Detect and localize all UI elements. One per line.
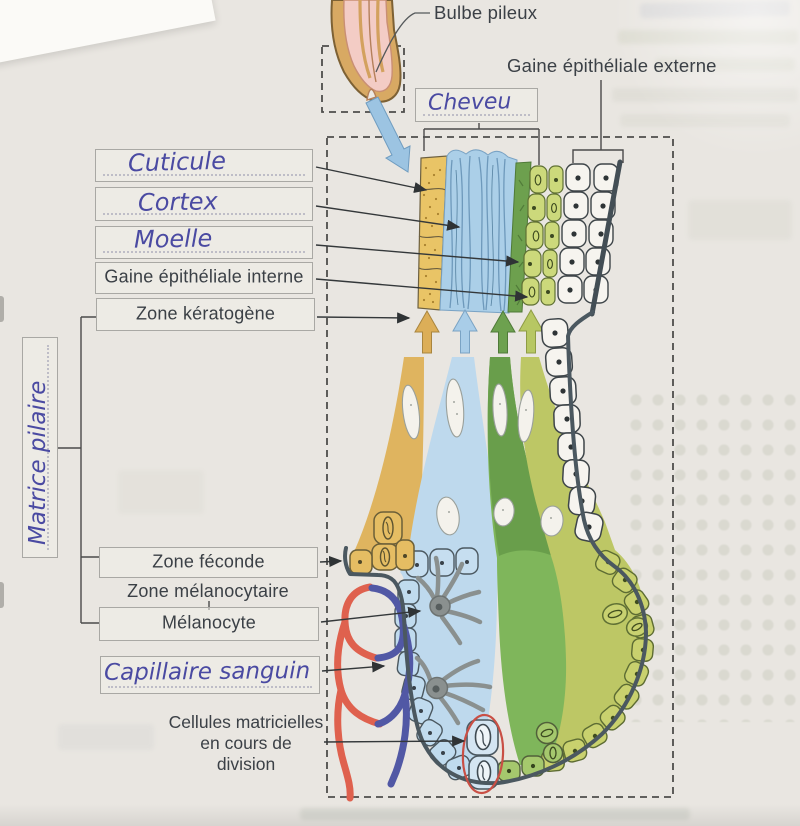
outer-sheath-edge: [589, 159, 623, 317]
brackets: [58, 80, 624, 624]
cellules-matricielles-label: Cellules matricielles en cours de divisi…: [150, 712, 342, 775]
answer-dotted-line: [103, 174, 305, 176]
bulb-outline: [343, 310, 648, 786]
capillaire-handwriting: Capillaire sanguin: [103, 658, 311, 686]
growth-arrow-medulla: [490, 309, 516, 354]
melanocyte-label: Mélanocyte: [161, 612, 257, 633]
zone-melanocytaire-label: Zone mélanocytaire: [127, 581, 289, 601]
page-bottom-shadow: [0, 804, 800, 826]
cortex-layer: [439, 149, 518, 314]
answer-dotted-line: [423, 114, 530, 116]
cortex-handwriting: Cortex: [137, 187, 218, 217]
gaine-externe-label: Gaine épithéliale externe: [507, 55, 717, 76]
moelle-answer-box: Moelle: [95, 224, 313, 259]
growth-arrows: [414, 308, 544, 354]
zone-feconde-label: Zone féconde: [152, 551, 265, 572]
inner-sheath-nuclei: [528, 174, 558, 298]
capillaire-answer-box: Capillaire sanguin: [100, 656, 320, 694]
gaine-interne-label: Gaine épithéliale interne: [104, 266, 304, 287]
capillary-vessels: [334, 583, 414, 802]
growth-arrow-cuticle: [414, 309, 440, 354]
capillary-red: [334, 583, 384, 802]
cheveu-handwriting: Cheveu: [427, 89, 512, 116]
zone-feconde-label-box: Zone féconde: [99, 547, 318, 578]
olive-stream-and-region: [520, 357, 647, 763]
zone-keratogene-label-box: Zone kératogène: [96, 298, 315, 331]
mini-follicle-illustration: [330, 0, 402, 103]
growth-streams: [352, 357, 647, 772]
dividing-cells-olive: [601, 602, 649, 637]
moelle-handwriting: Moelle: [133, 224, 213, 254]
matrice-pilaire-answer-box: Matrice pilaire: [22, 337, 58, 558]
flow-arrow: [365, 96, 411, 173]
answer-dotted-line: [108, 686, 312, 688]
cellules-line-2: en cours de: [200, 733, 292, 753]
cellules-line-3: division: [216, 754, 276, 774]
green-rim-nuclei: [506, 763, 536, 774]
cellules-line-1: Cellules matricielles: [168, 712, 324, 732]
dividing-cells-green: [535, 721, 564, 764]
cheveu-answer-box: Cheveu: [415, 88, 538, 122]
matrice-pilaire-handwriting: Matrice pilaire: [25, 380, 51, 545]
hair-shaft-layers: [417, 149, 623, 317]
division-highlight-circle: [461, 713, 505, 795]
melanocyte-label-box: Mélanocyte: [99, 607, 319, 641]
cuticule-answer-box: Cuticule: [95, 146, 313, 182]
bulbe-pileux-label: Bulbe pileux: [434, 2, 538, 23]
photo-edge-mark: [0, 296, 4, 322]
bulbe-pileux-leader: [375, 12, 430, 73]
showthrough-dots: [628, 392, 796, 722]
cuticle-layer: [417, 155, 448, 311]
medulla-layer: [507, 161, 532, 313]
leader-lines: [315, 166, 529, 747]
melanocyte-cells: [414, 555, 493, 726]
growth-arrow-sheath: [518, 308, 544, 354]
answer-dotted-line: [103, 251, 305, 253]
answer-dotted-line: [103, 213, 305, 215]
growth-arrow-cortex: [452, 308, 478, 354]
photo-edge-mark: [0, 582, 4, 608]
cuticule-handwriting: Cuticule: [127, 146, 227, 178]
zone-keratogene-label: Zone kératogène: [135, 303, 276, 324]
answer-dotted-line: [47, 345, 49, 550]
cortex-answer-box: Cortex: [95, 187, 313, 221]
gaine-interne-label-box: Gaine épithéliale interne: [95, 262, 313, 294]
keratin-flecks: [401, 378, 564, 537]
